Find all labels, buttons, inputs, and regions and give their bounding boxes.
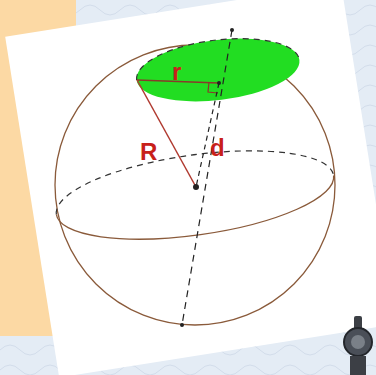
icon (344, 316, 372, 375)
axis (182, 30, 232, 325)
pole (180, 323, 184, 327)
math-label: d (210, 136, 225, 160)
cross-section (133, 30, 303, 110)
equator (51, 136, 339, 254)
center (193, 184, 199, 190)
white-card (5, 0, 376, 375)
math-label: R (140, 140, 157, 164)
right-angle (208, 82, 218, 93)
big-radius (137, 80, 196, 187)
pole (230, 28, 234, 32)
section-center (217, 81, 221, 85)
distance (196, 83, 219, 187)
math-label: r (172, 60, 181, 84)
